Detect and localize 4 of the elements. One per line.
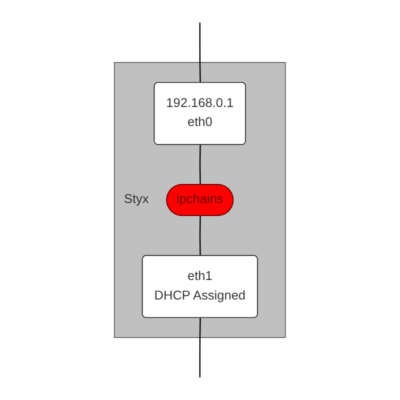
connector	[199, 318, 201, 378]
connector	[199, 22, 201, 83]
connector	[200, 144, 201, 185]
connector	[200, 216, 201, 256]
